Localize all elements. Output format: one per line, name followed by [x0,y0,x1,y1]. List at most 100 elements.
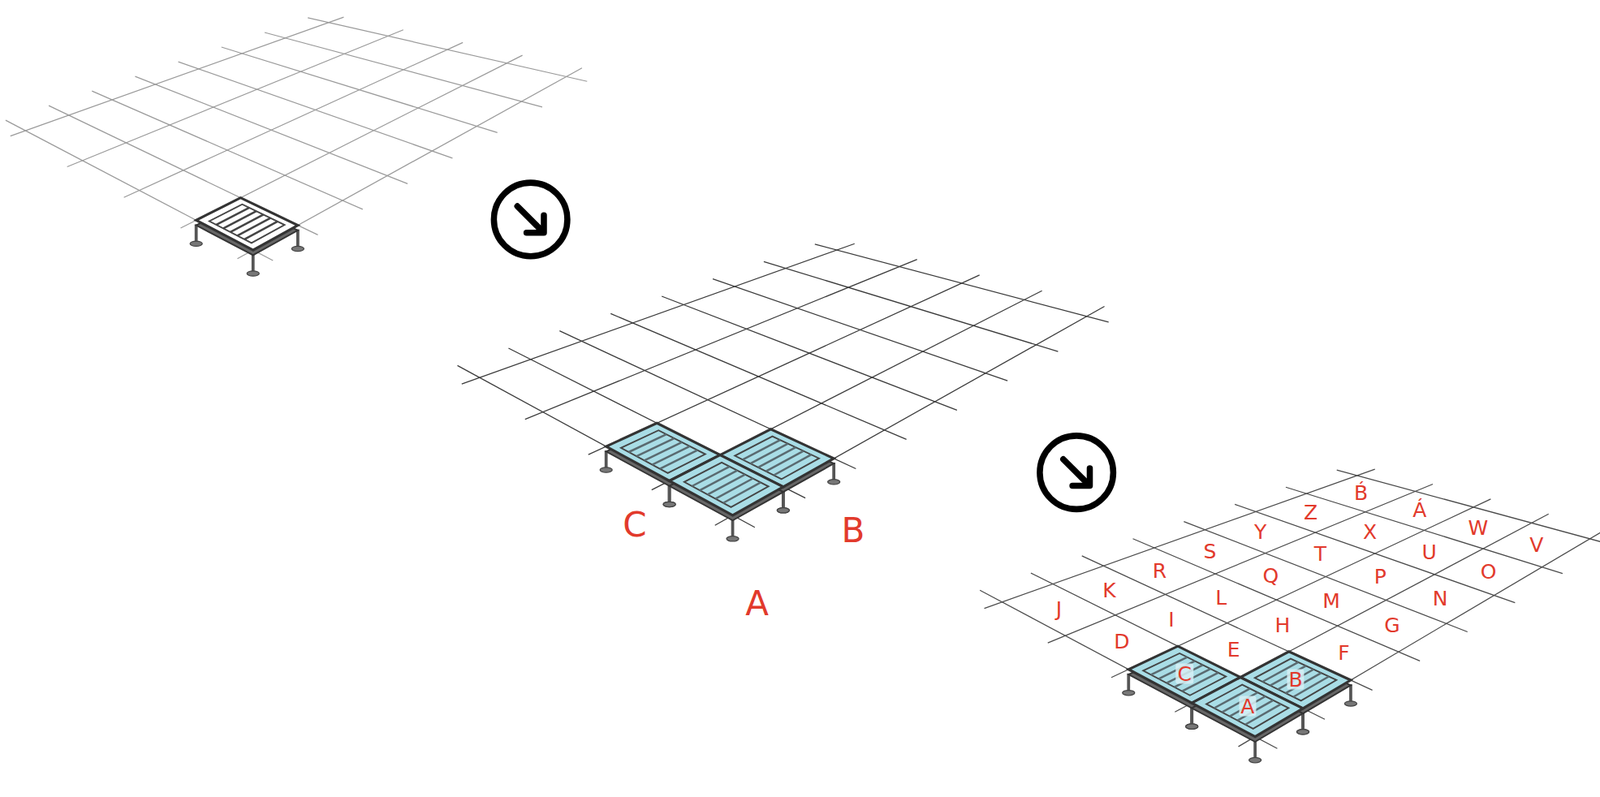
tile-slat [691,466,729,487]
tile-slat [1229,696,1266,717]
grid-line [1047,483,1433,643]
pedestal-leg [832,462,836,482]
pedestal-foot [246,271,259,277]
cell-letter: O [1479,560,1499,582]
pedestal-foot [1185,724,1199,729]
cell-letter: G [1382,615,1402,636]
grid-line [124,42,464,198]
pedestal-foot [828,479,841,485]
grid-line [1285,487,1563,574]
tile-label: C [622,508,647,543]
grid-line [221,47,498,133]
pedestal-leg [1126,673,1130,693]
tile-slat [707,474,746,496]
pedestal-leg [731,519,735,539]
cell-letter: B [1287,668,1305,690]
cell-letter: B́ [1352,483,1370,504]
floor-tiles [189,198,304,277]
pedestal-leg [1349,684,1353,703]
grid-line [264,32,543,108]
floor-grid [5,17,587,261]
cell-letter: X [1361,521,1379,543]
pedestal-foot [599,467,613,473]
cell-letter: S [1202,540,1219,561]
grid-line [763,261,1058,352]
pedestal-foot [1249,757,1262,763]
pedestal-leg [1190,707,1194,726]
pedestal-leg [604,450,609,470]
cell-letter: P [1372,565,1389,587]
tile-slat [216,207,251,225]
tile-label: B [840,513,865,548]
pedestal-foot [726,536,739,542]
pedestal-foot [776,508,790,514]
step-arrow [1039,435,1114,510]
pedestal-leg [1301,712,1305,732]
tile-slat [636,438,674,457]
cell-letter: E [1225,639,1243,660]
pedestal-foot [1296,729,1309,735]
pedestal-leg [781,491,785,510]
tile-label: A [745,586,769,622]
tile-frame [669,455,784,516]
cell-letter: I [1166,609,1176,630]
tile-slat [699,470,738,491]
pedestal-leg [1190,707,1194,726]
grid-line [1234,504,1515,603]
pedestal-leg [1301,712,1305,732]
pedestal-leg [251,254,255,273]
grid-line [661,296,958,410]
tile-slat [629,434,667,453]
tile-slat [644,442,682,461]
grid-line [815,244,1109,323]
cell-letter: T [1312,543,1329,565]
step-arrow [493,182,568,257]
pedestal-foot [1344,701,1357,707]
tile-frame [196,198,298,251]
tile-frame [1191,677,1303,738]
cell-letter: Q [1260,565,1281,587]
tile-inner-frame [1206,685,1289,729]
grid-line [1183,521,1467,633]
grid-line [307,17,587,82]
cell-letter: W [1466,517,1490,538]
grid-line [610,313,906,440]
cell-letter: U [1419,541,1438,562]
pedestal-leg [781,491,785,510]
cell-letter: D [1112,631,1131,652]
pedestal-foot [663,501,676,507]
floor-tiles [1122,646,1358,764]
pedestal-foot [1185,724,1199,729]
tile-slat [742,439,781,460]
pedestal-leg [668,485,672,505]
pedestal-leg [1253,741,1257,760]
tile-inner-frame [621,430,706,474]
pedestal-foot [291,245,304,251]
pedestal-foot [189,241,203,246]
cell-letter: A [1238,696,1256,717]
tile-inner-frame [209,204,285,244]
floor-grid [457,243,1109,528]
cell-letter: M [1320,590,1342,611]
tile-slat [651,446,690,466]
pedestal-foot [1296,729,1309,735]
cell-letter: R [1151,560,1169,581]
pedestal-leg [194,224,199,243]
cell-letter: V [1527,534,1545,555]
grid-line [1336,470,1600,545]
cell-letter: K [1100,579,1117,600]
tile-inner-frame [1142,653,1226,696]
cell-letter: Á [1410,500,1428,521]
cell-letter: C [1176,664,1194,685]
cell-letter: F [1336,642,1351,663]
cell-letter: Y [1252,521,1268,543]
cell-letter: N [1431,588,1450,609]
tile-inner-frame [684,462,769,508]
tile-slat [659,450,698,470]
pedestal-foot [1122,690,1135,696]
grid-line [712,279,1008,382]
grid-line [461,243,855,384]
pedestal-leg [668,485,672,505]
